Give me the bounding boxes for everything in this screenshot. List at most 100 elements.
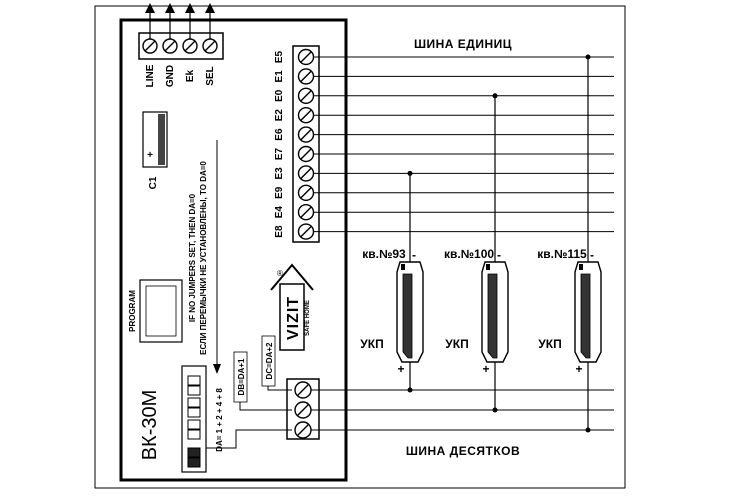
da-jumper-pins [187, 375, 201, 468]
output-arrow-icon [145, 3, 155, 13]
brand-mark: ® [277, 269, 283, 278]
brand-sub: SAFE HOME [305, 300, 311, 336]
brand-logo-roof [270, 263, 314, 291]
top-terminal-screw [142, 38, 158, 54]
tens-terminal-screw [294, 421, 312, 439]
handset-plus-label: + [397, 362, 404, 376]
unit-terminal-label: E3 [274, 167, 285, 180]
unit-terminal-screw [297, 223, 315, 240]
jumper-pin-pair [187, 447, 201, 468]
handset-speaker-icon [486, 264, 490, 270]
unit-terminal-screw-slot [300, 128, 312, 141]
jumper-pin [187, 385, 201, 396]
tens-bus-lines [311, 389, 614, 431]
junction-dot [585, 54, 591, 60]
jumper-arrow-head [213, 364, 221, 374]
unit-terminal-screw [297, 68, 315, 85]
jumper-pin [187, 407, 201, 418]
capacitor-label: C1 [148, 176, 159, 189]
junction-dot [492, 407, 498, 413]
unit-terminal-label: E2 [274, 109, 285, 122]
unit-terminal-screw [297, 48, 315, 66]
unit-terminal-screw-slot [300, 206, 312, 218]
handset: кв.№115-УКП+ [537, 54, 602, 433]
wire-dc [267, 386, 292, 391]
top-terminal-label: SEL [205, 66, 216, 85]
unit-terminal-label: E9 [274, 186, 285, 199]
unit-terminal-label: E6 [274, 128, 285, 141]
unit-terminal-label: E7 [274, 147, 285, 160]
bus-tens-label: ШИНА ДЕСЯТКОВ [406, 444, 520, 458]
internal-wiring [206, 386, 292, 449]
top-terminal-screw [202, 38, 218, 54]
jumper-note: IF NO JUMPERS SET, THEN DA=0 ЕСЛИ ПЕРЕМЫ… [188, 140, 221, 374]
handset-grip [580, 273, 591, 359]
handsets: кв.№93-УКП+кв.№100-УКП+кв.№115-УКП+ [360, 54, 602, 433]
output-arrow-icon [205, 3, 215, 13]
junction-dot [407, 170, 413, 176]
capacitor-c1: + C1 [142, 111, 168, 189]
program-connector-body [139, 279, 183, 343]
jumper-note-ru: ЕСЛИ ПЕРЕМЫЧКИ НЕ УСТАНОВЛЕНЫ, TO DA=0 [199, 161, 208, 355]
top-terminal-screw-slot [184, 40, 196, 52]
top-terminal-screw-slot [204, 40, 216, 52]
unit-terminal-screw-slot [300, 148, 312, 160]
brand-logo-house [279, 283, 305, 351]
handset-grip [402, 273, 413, 359]
model-name: ВК-30М [139, 390, 161, 461]
apartment-label: кв.№100 [444, 247, 494, 261]
unit-terminal-label: E4 [274, 206, 285, 219]
unit-terminal-screws [297, 48, 315, 240]
tens-terminal-screw-slot [296, 423, 310, 437]
unit-terminal-label: E0 [274, 89, 285, 102]
handset: кв.№100- УКП + [444, 93, 509, 413]
unit-terminal-label: E1 [274, 70, 285, 83]
da-label: DA= 1 + 2 + 4 + 8 [215, 388, 224, 452]
jumper-pin [187, 375, 201, 386]
unit-terminal-screw-slot [300, 167, 312, 180]
handset-minus-label: - [497, 248, 501, 262]
wire-da [206, 429, 292, 449]
handset-grip [487, 273, 498, 359]
handset-plus-label: + [575, 362, 582, 376]
tens-terminal-screw-slot [296, 383, 310, 397]
output-arrow-icon [165, 3, 175, 13]
program-connector: PROGRAM [128, 279, 183, 343]
unit-bus-lines [314, 56, 614, 233]
jumper-pin [187, 457, 201, 468]
unit-terminal-screw-slot [300, 90, 312, 102]
apartment-label: кв.№115 [537, 247, 587, 261]
brand-logo: VIZIT SAFE HOME ® [270, 263, 314, 351]
unit-terminal-screw [297, 184, 315, 202]
handset-type-label: УКП [445, 337, 468, 351]
handset-minus-label: - [412, 248, 416, 262]
capacitor-band [158, 114, 165, 165]
tens-terminal-screw [294, 401, 312, 419]
tens-terminal-screws [294, 381, 312, 439]
top-terminal-label: LINE [145, 64, 156, 87]
wire-db [239, 402, 292, 411]
unit-terminal-label: E8 [274, 225, 285, 238]
unit-terminal-screw [297, 165, 315, 182]
tens-terminal-block [286, 378, 320, 440]
outer-frame [94, 5, 626, 489]
jumper-pin-pair [187, 397, 201, 418]
junction-dot [585, 427, 591, 433]
handset-speaker-icon [579, 264, 583, 270]
output-arrow-icon [185, 3, 195, 13]
unit-terminal-screw [297, 106, 315, 124]
unit-terminal-label: E5 [274, 50, 285, 63]
unit-terminal-screw-slot [300, 187, 312, 199]
jumper-note-en: IF NO JUMPERS SET, THEN DA=0 [188, 193, 197, 322]
jumper-pin-pair [187, 419, 201, 440]
handset-minus-label: - [590, 248, 594, 262]
handset-type-label: УКП [360, 337, 383, 351]
handset-plus-label: + [482, 362, 489, 376]
unit-terminal-screw [297, 145, 315, 163]
unit-terminal-screw [297, 203, 315, 221]
dc-label: DC=DA+2 [265, 342, 274, 379]
